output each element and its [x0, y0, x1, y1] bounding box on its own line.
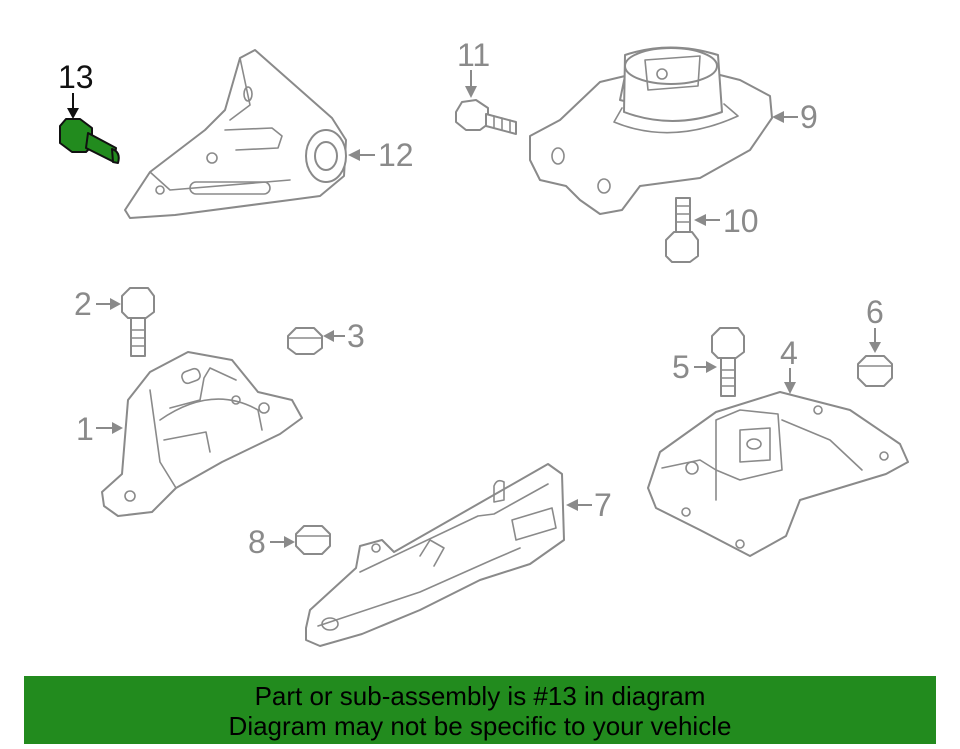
svg-text:5: 5 — [672, 349, 690, 385]
svg-text:8: 8 — [248, 524, 266, 560]
part-11-bolt[interactable] — [455, 99, 517, 135]
part-9-mount[interactable] — [529, 46, 773, 215]
part-4-mount[interactable] — [647, 391, 909, 557]
part-5-bolt[interactable] — [711, 327, 745, 397]
svg-text:6: 6 — [866, 294, 884, 330]
callout-4: 4 — [780, 335, 798, 394]
callout-12: 12 — [348, 137, 414, 173]
svg-text:2: 2 — [74, 286, 92, 322]
callout-8: 8 — [248, 524, 295, 560]
part-1-mount[interactable] — [101, 351, 303, 517]
callout-9: 9 — [772, 99, 818, 135]
part-6-nut[interactable] — [857, 355, 893, 387]
callout-5: 5 — [672, 349, 717, 385]
parts-diagram: 13 12 11 — [58, 37, 909, 647]
part-10-bolt[interactable] — [665, 197, 699, 263]
part-7-arm[interactable] — [305, 463, 565, 647]
svg-text:7: 7 — [594, 487, 612, 523]
svg-text:12: 12 — [378, 137, 414, 173]
callout-11: 11 — [457, 37, 490, 98]
part-13-bolt[interactable] — [59, 118, 120, 164]
callout-1: 1 — [76, 411, 123, 447]
callout-13: 13 — [58, 59, 94, 119]
part-8-nut[interactable] — [295, 525, 331, 555]
info-banner: Part or sub-assembly is #13 in diagram D… — [24, 676, 936, 744]
banner-line-disclaimer: Diagram may not be specific to your vehi… — [228, 711, 732, 741]
svg-text:4: 4 — [780, 335, 798, 371]
callout-7: 7 — [566, 487, 612, 523]
part-3-nut[interactable] — [287, 327, 323, 355]
svg-text:13: 13 — [58, 59, 94, 95]
callout-10: 10 — [694, 203, 759, 239]
svg-text:10: 10 — [723, 203, 759, 239]
banner-line-part: Part or sub-assembly is #13 in diagram — [254, 681, 706, 711]
svg-text:1: 1 — [76, 411, 94, 447]
svg-text:9: 9 — [800, 99, 818, 135]
svg-text:3: 3 — [347, 318, 365, 354]
svg-text:11: 11 — [457, 37, 490, 73]
callout-3: 3 — [323, 318, 365, 354]
part-2-bolt[interactable] — [121, 287, 155, 357]
callout-2: 2 — [74, 286, 121, 322]
part-12-bracket[interactable] — [124, 49, 347, 219]
callout-6: 6 — [866, 294, 884, 353]
